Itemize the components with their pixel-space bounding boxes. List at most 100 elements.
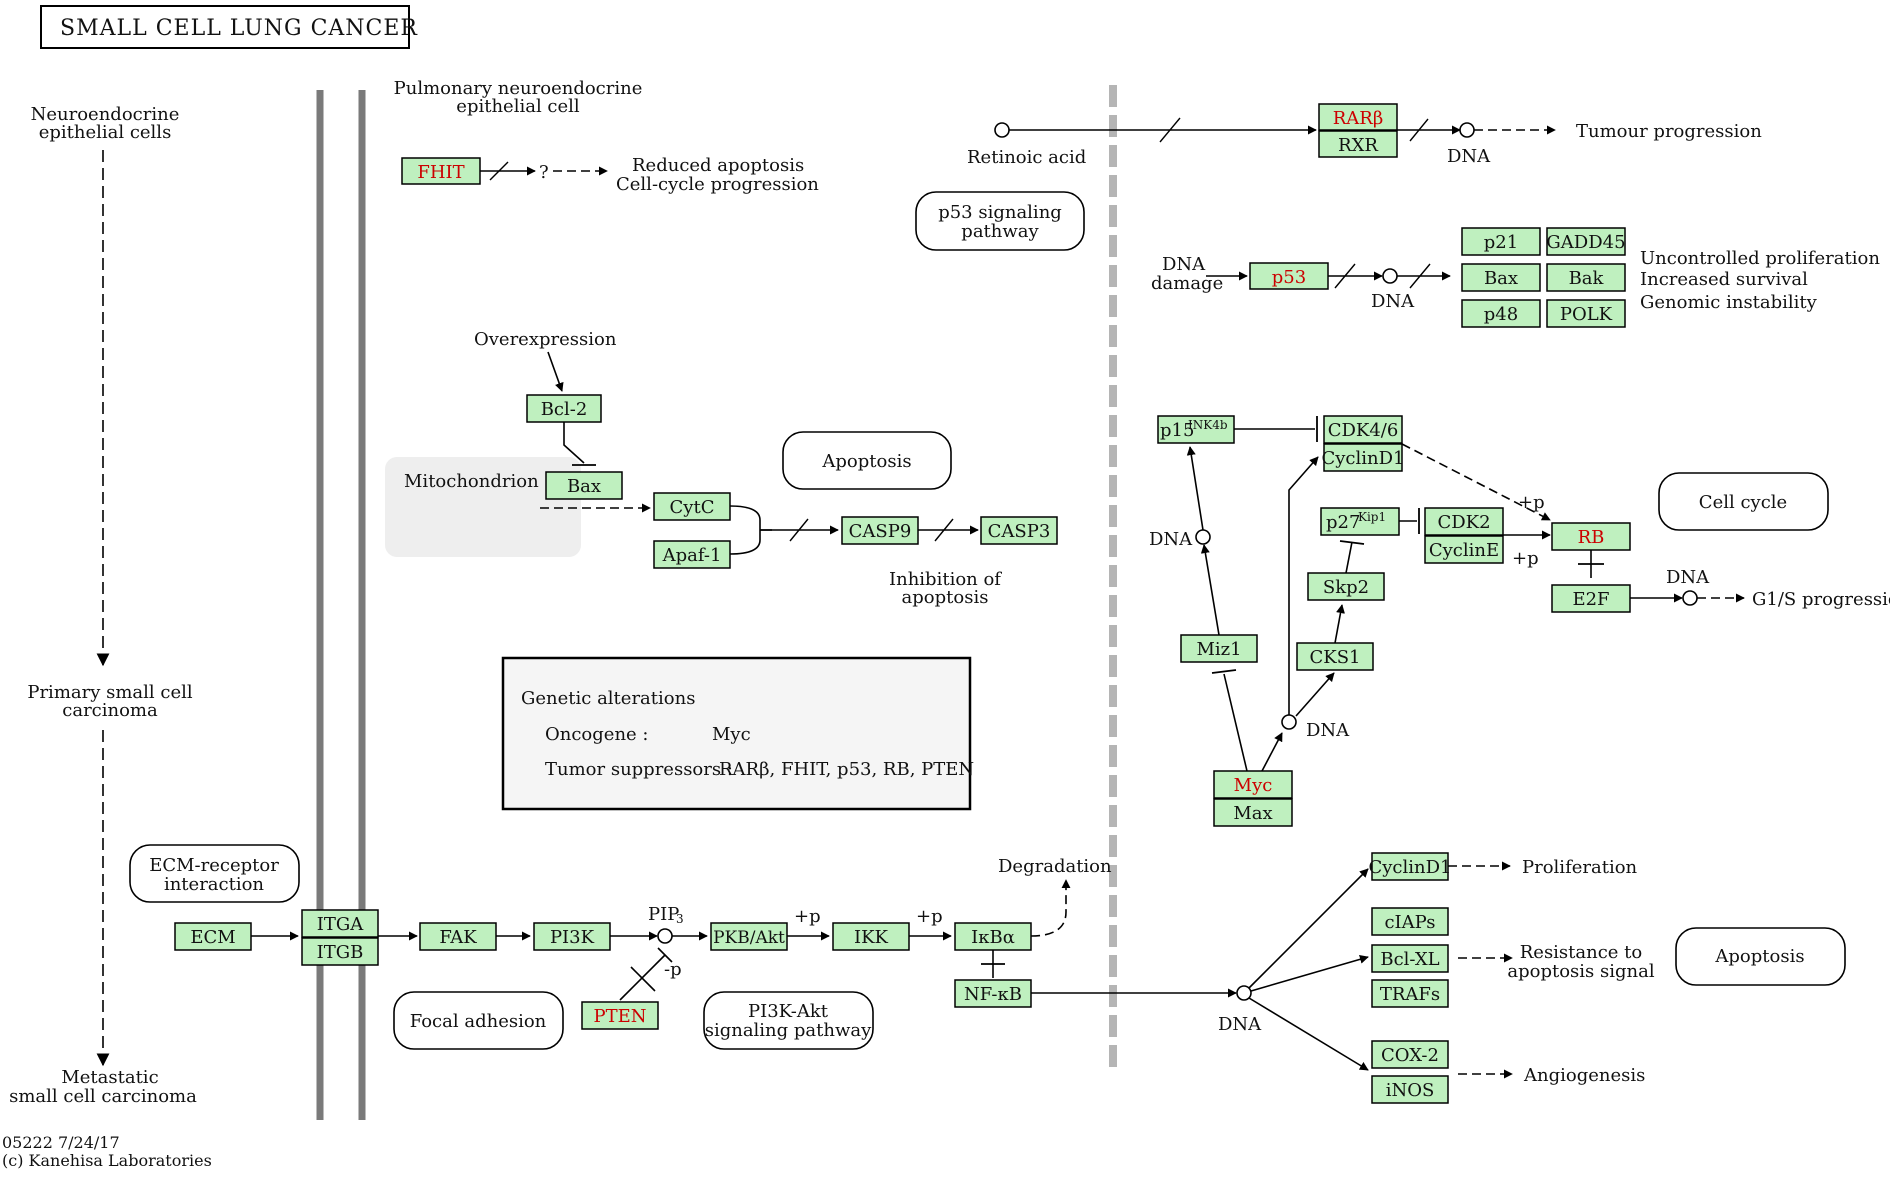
gene-pi3k[interactable]: PI3K	[533, 922, 611, 951]
gene-cks1[interactable]: CKS1	[1296, 642, 1374, 671]
svg-text:cIAPs: cIAPs	[1384, 912, 1435, 933]
pathway-apoptosis-right[interactable]: Apoptosis	[1675, 927, 1846, 986]
gene-p21[interactable]: p21	[1461, 227, 1541, 256]
gene-myc[interactable]: Myc	[1213, 770, 1293, 799]
gene-miz1[interactable]: Miz1	[1180, 634, 1258, 663]
svg-text:ITGB: ITGB	[317, 942, 364, 963]
gene-apaf1[interactable]: Apaf-1	[653, 540, 731, 569]
svg-text:Myc: Myc	[1234, 775, 1273, 796]
gene-cox2[interactable]: COX-2	[1371, 1040, 1449, 1069]
gene-fhit[interactable]: FHIT	[401, 157, 481, 185]
gene-pten[interactable]: PTEN	[581, 1001, 659, 1030]
svg-text:PI3K-Akt: PI3K-Akt	[748, 1001, 829, 1022]
svg-text:PKB/Akt: PKB/Akt	[713, 928, 785, 948]
gene-itgb[interactable]: ITGB	[301, 937, 379, 966]
pathway-p53-signaling[interactable]: p53 signaling pathway	[915, 191, 1085, 251]
gene-bak[interactable]: Bak	[1546, 263, 1626, 292]
footer-copyright: (c) Kanehisa Laboratories	[2, 1151, 212, 1170]
gene-nfkb[interactable]: NF-κB	[954, 979, 1032, 1008]
genetic-alterations-heading: Genetic alterations	[521, 688, 695, 709]
gene-gadd45[interactable]: GADD45	[1546, 227, 1626, 256]
gene-cdk2[interactable]: CDK2	[1424, 507, 1504, 536]
gene-bax-mito[interactable]: Bax	[545, 471, 623, 500]
gene-bax-nucleus[interactable]: Bax	[1461, 263, 1541, 292]
gene-ikba[interactable]: IκBα	[954, 922, 1032, 951]
minus-p-label: -p	[664, 959, 682, 980]
dna-label-p53: DNA	[1371, 291, 1415, 312]
degradation-label: Degradation	[998, 856, 1112, 877]
gene-rb[interactable]: RB	[1551, 522, 1631, 551]
gene-skp2[interactable]: Skp2	[1307, 572, 1385, 601]
pathway-apoptosis-mid[interactable]: Apoptosis	[782, 431, 952, 490]
gene-fak[interactable]: FAK	[419, 922, 497, 951]
svg-text:INK4b: INK4b	[1188, 418, 1228, 432]
gene-bcl2[interactable]: Bcl-2	[526, 394, 602, 423]
gene-ciaps[interactable]: cIAPs	[1371, 907, 1449, 936]
plus-p-label-2: +p	[1512, 548, 1539, 569]
question-mark: ?	[539, 162, 549, 183]
gene-polk[interactable]: POLK	[1546, 299, 1626, 328]
pathway-cell-cycle[interactable]: Cell cycle	[1658, 472, 1829, 531]
degradation-arrow	[1030, 879, 1071, 937]
dna-node-p53	[1382, 268, 1398, 284]
dna-cks1-arrow	[1295, 672, 1335, 717]
increased-survival-label: Increased survival	[1640, 269, 1808, 290]
gene-itga[interactable]: ITGA	[301, 909, 379, 938]
inhibition-label-1: Inhibition of	[889, 569, 1002, 590]
pathway-ecm-receptor[interactable]: ECM-receptor interaction	[129, 844, 300, 903]
dna-node-nfkb	[1236, 985, 1252, 1001]
gene-p15[interactable]: p15 INK4b	[1157, 415, 1235, 444]
svg-text:PI3K: PI3K	[550, 927, 595, 948]
gene-rxr[interactable]: RXR	[1318, 130, 1398, 158]
svg-text:Apoptosis: Apoptosis	[1714, 946, 1804, 967]
svg-text:CyclinE: CyclinE	[1429, 540, 1499, 561]
gene-p48[interactable]: p48	[1461, 299, 1541, 328]
svg-text:Bcl-XL: Bcl-XL	[1380, 949, 1439, 970]
myc-miz1-inhibit-bar	[1211, 669, 1237, 674]
gene-casp9[interactable]: CASP9	[841, 516, 919, 545]
mitochondrion-region	[385, 457, 581, 557]
gene-inos[interactable]: iNOS	[1371, 1075, 1449, 1104]
svg-text:IκBα: IκBα	[971, 927, 1015, 948]
svg-text:NF-κB: NF-κB	[964, 984, 1022, 1005]
svg-text:Skp2: Skp2	[1323, 577, 1369, 598]
gene-ikk[interactable]: IKK	[832, 922, 910, 951]
skp2-p27-inhibit-bar	[1339, 540, 1365, 545]
primary-label-2: carcinoma	[62, 700, 158, 721]
gene-trafs[interactable]: TRAFs	[1371, 979, 1449, 1008]
gene-bclxl[interactable]: Bcl-XL	[1371, 944, 1449, 973]
gene-p53[interactable]: p53	[1249, 262, 1329, 290]
svg-text:RARβ: RARβ	[1333, 108, 1384, 129]
gene-cycline[interactable]: CyclinE	[1424, 535, 1504, 564]
diagram-title: SMALL CELL LUNG CANCER	[40, 5, 417, 49]
pip3-label: PIP	[648, 904, 679, 925]
resistance-label-1: Resistance to	[1520, 942, 1643, 963]
gene-p27[interactable]: p27 Kip1	[1320, 507, 1400, 536]
svg-text:ITGA: ITGA	[317, 914, 364, 935]
gene-casp3[interactable]: CASP3	[980, 516, 1058, 545]
gene-rarb[interactable]: RARβ	[1318, 103, 1398, 131]
pathway-pi3k-akt[interactable]: PI3K-Akt signaling pathway	[703, 991, 874, 1050]
genomic-instability-label: Genomic instability	[1640, 292, 1818, 313]
gene-cyclind1-cellcycle[interactable]: CyclinD1	[1321, 443, 1405, 472]
gene-pkb-akt[interactable]: PKB/Akt	[710, 922, 788, 951]
mitochondrion-label: Mitochondrion	[404, 471, 539, 492]
pathway-focal-adhesion[interactable]: Focal adhesion	[393, 991, 564, 1050]
miz1-dna-arrow	[1200, 544, 1220, 636]
gene-cyclind1-target[interactable]: CyclinD1	[1368, 852, 1452, 881]
dna-damage-label-1: DNA	[1162, 254, 1206, 275]
gene-cytc[interactable]: CytC	[653, 492, 731, 521]
gene-ecm[interactable]: ECM	[174, 922, 252, 951]
dna-damage-label-2: damage	[1151, 273, 1223, 294]
svg-text:p53 signaling: p53 signaling	[938, 202, 1062, 223]
dna-cyclind1-arrow	[1288, 456, 1319, 715]
svg-text:Bcl-2: Bcl-2	[541, 399, 588, 420]
gene-e2f[interactable]: E2F	[1551, 584, 1631, 613]
svg-text:CyclinD1: CyclinD1	[1321, 448, 1404, 469]
resistance-label-2: apoptosis signal	[1507, 961, 1654, 982]
svg-text:CyclinD1: CyclinD1	[1368, 857, 1451, 878]
svg-text:IKK: IKK	[854, 927, 889, 948]
gene-cdk46[interactable]: CDK4/6	[1323, 415, 1403, 444]
gene-max[interactable]: Max	[1213, 798, 1293, 827]
